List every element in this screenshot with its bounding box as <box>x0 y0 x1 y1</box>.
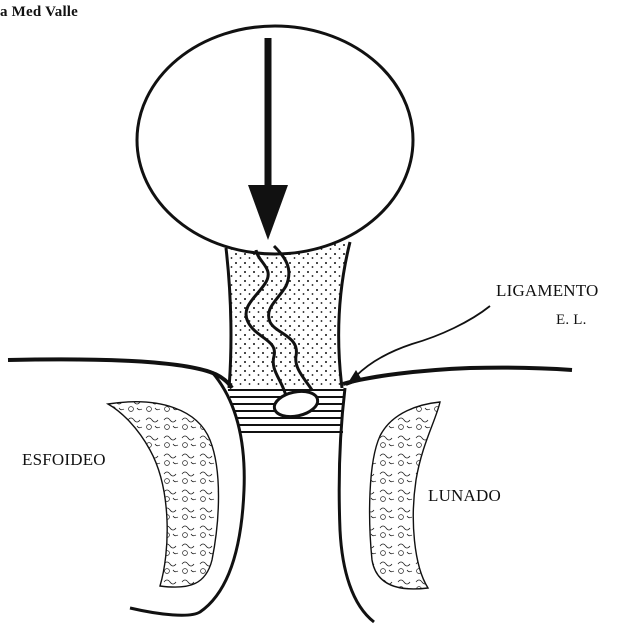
ligament-pointer <box>346 306 490 386</box>
scaphoid-label: ESFOIDEO <box>22 450 106 470</box>
scaphoid-marrow <box>108 402 219 587</box>
lunate-outline <box>339 388 374 622</box>
ligament-label: LIGAMENTO <box>496 281 599 301</box>
joint-line-left <box>8 359 232 388</box>
joint-line-right <box>343 368 572 384</box>
tube-plug <box>272 388 320 421</box>
author-label: a Med Valle <box>0 4 78 21</box>
lunate-label: LUNADO <box>428 486 501 506</box>
ligament-abbrev-label: E. L. <box>556 312 587 329</box>
